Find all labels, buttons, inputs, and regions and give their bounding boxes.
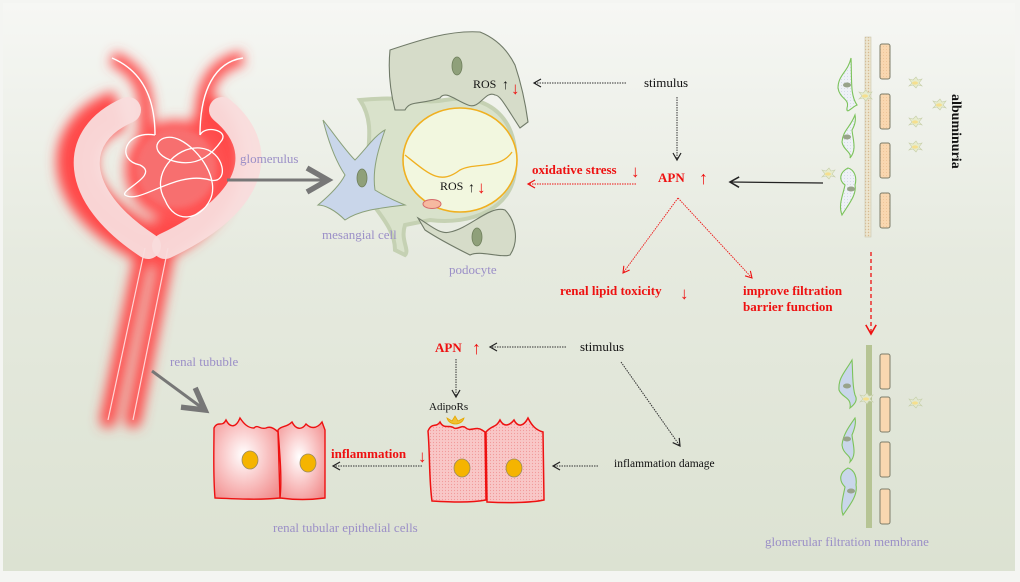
ros-top-label: ROS — [473, 77, 496, 91]
endothelial-line — [404, 151, 513, 178]
glomerular-tuft — [136, 128, 216, 208]
label-mesangial-cell: mesangial cell — [322, 227, 397, 242]
red-blood-cell — [422, 199, 442, 209]
healthy-filtration-membrane — [838, 345, 923, 528]
inflammation-down-arrow: ↓ — [418, 447, 427, 466]
arrow-apn-to-lipid — [622, 197, 679, 274]
damaged-gbm — [864, 36, 872, 238]
healthy-cell-nucleus-left — [241, 450, 259, 470]
label-albuminuria: albuminuria — [948, 94, 963, 169]
ros-inner-down-arrow: ↓ — [477, 178, 486, 197]
tubule-line-left — [107, 247, 146, 421]
healthy-gbm — [866, 345, 872, 528]
improve-filtration-line2: barrier function — [743, 299, 833, 314]
damaged-slit-pads — [879, 43, 891, 229]
podocyte-top-nucleus — [451, 56, 463, 76]
podocyte-bottom — [416, 208, 516, 257]
damaged-epithelial-cells — [427, 416, 545, 504]
healthy-slit-pads — [879, 353, 891, 525]
glomerulus-illustration — [56, 51, 262, 428]
arrow-apn-to-filtration — [677, 197, 753, 279]
inflammation-label: inflammation — [331, 446, 407, 461]
retained-albumin — [859, 392, 923, 409]
damaged-filtration-barrier — [821, 36, 947, 238]
podocyte-bottom-nucleus — [471, 227, 483, 247]
healthy-epithelial-cells — [213, 416, 326, 501]
efferent-arteriole — [199, 57, 244, 136]
renal-lipid-toxicity-label: renal lipid toxicity — [560, 283, 662, 298]
bowman-capsule-left — [73, 97, 161, 259]
glomerular-cells-illustration — [316, 31, 529, 258]
upper-stimulus: stimulus — [644, 75, 688, 90]
capillary-lumen — [402, 107, 518, 213]
arrow-albuminuria-to-apn — [728, 176, 824, 188]
label-glomerular-filtration-membrane: glomerular filtration membrane — [765, 534, 929, 549]
lower-apn: APN — [435, 340, 462, 355]
label-renal-tubular-epithelial-cells: renal tubular epithelial cells — [273, 520, 418, 535]
arrow-stimulus-to-inflammation-damage — [620, 361, 681, 447]
ros-top-down-arrow: ↓ — [511, 79, 520, 98]
ros-inner-up-arrow: ↑ — [468, 181, 475, 196]
arrow-tubule-to-epithelial — [151, 369, 210, 414]
damaged-podocytes — [837, 57, 858, 217]
tubule-line-right — [132, 247, 169, 421]
afferent-arteriole — [111, 57, 156, 136]
healthy-cell-nucleus-right — [299, 453, 317, 473]
damaged-cell-nucleus-left — [453, 458, 471, 478]
capillary-loops — [124, 128, 224, 218]
upper-apn: APN — [658, 170, 685, 185]
label-podocyte: podocyte — [449, 262, 497, 277]
mesangial-nucleus — [356, 168, 368, 188]
podocyte-top — [388, 31, 529, 129]
adipors-receptor-icon — [446, 415, 465, 425]
adipors-label: AdipoRs — [429, 401, 468, 413]
oxidative-stress-label: oxidative stress — [532, 162, 617, 177]
upper-apn-up-arrow: ↑ — [699, 168, 708, 188]
oxidative-stress-down-arrow: ↓ — [631, 162, 640, 181]
healthy-podocytes — [838, 358, 857, 517]
albumin-particles — [821, 76, 947, 180]
ros-inner-label: ROS — [440, 179, 463, 193]
bowman-capsule-right — [152, 97, 262, 259]
damaged-cell-nucleus-right — [505, 458, 523, 478]
improve-filtration-line1: improve filtration — [743, 283, 843, 298]
lower-apn-up-arrow: ↑ — [472, 338, 481, 358]
ros-top-up-arrow: ↑ — [502, 78, 509, 93]
lower-stimulus: stimulus — [580, 339, 624, 354]
label-renal-tubule: renal tububle — [170, 354, 238, 369]
renal-lipid-toxicity-down-arrow: ↓ — [680, 284, 689, 303]
inflammation-damage-label: inflammation damage — [614, 458, 715, 470]
label-glomerulus: glomerulus — [240, 151, 299, 166]
